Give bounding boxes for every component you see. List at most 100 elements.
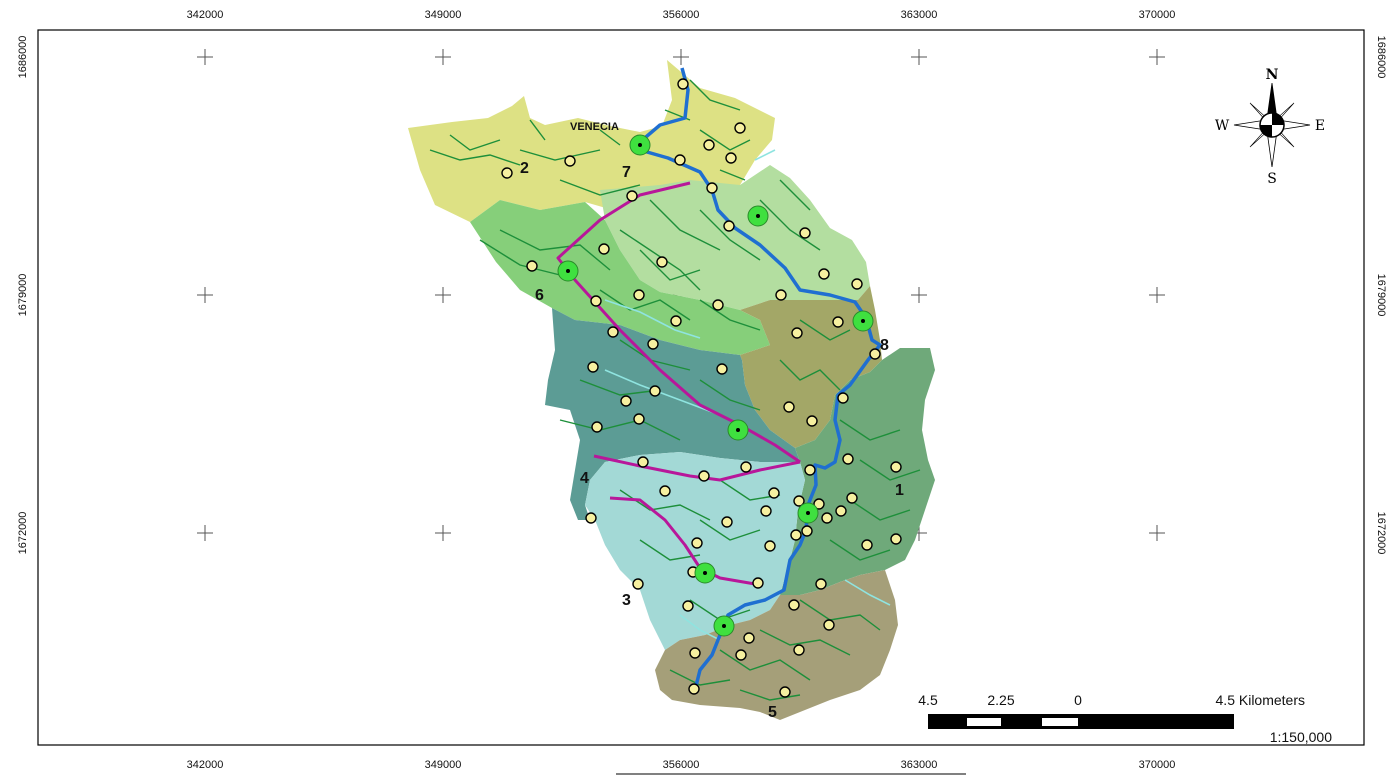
route-south xyxy=(609,496,756,586)
monitoring-station-center xyxy=(736,428,740,432)
monitoring-station-center xyxy=(861,319,865,323)
scale-bar-segment xyxy=(967,718,1001,726)
sample-point xyxy=(677,78,689,90)
grid-cross xyxy=(197,287,213,303)
sample-point xyxy=(659,485,671,497)
stream xyxy=(739,689,801,701)
sample-point xyxy=(689,647,701,659)
sample-point xyxy=(842,453,854,465)
grid-cross xyxy=(1149,49,1165,65)
sample-point xyxy=(564,155,576,167)
axis-labels: 342000 349000 356000 363000 370000 34200… xyxy=(17,9,1387,771)
sample-point xyxy=(775,289,787,301)
zone-label-8: 8 xyxy=(880,337,889,354)
grid-cross xyxy=(911,287,927,303)
sample-point xyxy=(501,167,513,179)
sample-point xyxy=(691,537,703,549)
sample-point xyxy=(835,505,847,517)
zone-1-polygon xyxy=(780,348,935,595)
y-tick-right: 1672000 xyxy=(1375,512,1387,555)
compass-w: W xyxy=(1215,118,1230,134)
stream xyxy=(519,149,601,161)
sample-point xyxy=(861,539,873,551)
sample-point xyxy=(793,644,805,656)
stream xyxy=(639,539,701,561)
sample-point xyxy=(682,600,694,612)
compass-n: N xyxy=(1266,67,1279,83)
zones xyxy=(408,60,935,720)
x-tick-top: 370000 xyxy=(1139,9,1176,21)
stream xyxy=(799,319,851,341)
sample-point xyxy=(633,289,645,301)
sample-point xyxy=(791,327,803,339)
monitoring-station-center xyxy=(756,214,760,218)
stream xyxy=(649,199,721,251)
sample-point xyxy=(890,461,902,473)
stream xyxy=(759,629,851,656)
stream xyxy=(719,649,811,681)
zone-label-6: 6 xyxy=(535,287,544,304)
sample-point xyxy=(723,220,735,232)
sample-point xyxy=(740,461,752,473)
sample-point xyxy=(526,260,538,272)
stream xyxy=(839,419,901,441)
scale-bar-body xyxy=(928,714,1234,729)
sample-point xyxy=(637,456,649,468)
x-tick-top: 363000 xyxy=(901,9,938,21)
x-tick-bottom: 342000 xyxy=(187,759,224,771)
sample-point xyxy=(793,495,805,507)
sample-point xyxy=(783,401,795,413)
sample-point xyxy=(688,683,700,695)
x-tick-top: 342000 xyxy=(187,9,224,21)
sample-point xyxy=(890,533,902,545)
scale-ratio: 1:150,000 xyxy=(1270,729,1332,745)
sample-point xyxy=(743,632,755,644)
stream-network xyxy=(429,79,921,701)
sample-point xyxy=(799,227,811,239)
sample-point xyxy=(656,256,668,268)
sample-point xyxy=(804,464,816,476)
scale-label-zero: 0 xyxy=(1074,692,1082,708)
stream xyxy=(779,359,841,391)
y-tick-right: 1686000 xyxy=(1375,36,1387,79)
x-tick-bottom: 349000 xyxy=(425,759,462,771)
grid-cross xyxy=(1149,287,1165,303)
zone-6-polygon xyxy=(470,200,770,355)
sample-point xyxy=(721,516,733,528)
sample-point xyxy=(851,278,863,290)
zone-label-7: 7 xyxy=(622,164,631,181)
stream xyxy=(829,539,891,561)
sample-point xyxy=(706,182,718,194)
sample-point xyxy=(698,470,710,482)
grid-cross xyxy=(1149,525,1165,541)
compass-s: S xyxy=(1267,171,1277,187)
sample-point xyxy=(626,190,638,202)
stream xyxy=(699,519,761,541)
monitoring-station-center xyxy=(806,511,810,515)
sample-point xyxy=(647,338,659,350)
monitoring-stations xyxy=(557,134,874,637)
sample-point xyxy=(587,361,599,373)
stream xyxy=(559,419,681,441)
sample-point xyxy=(788,599,800,611)
grid-cross xyxy=(435,525,451,541)
zone-label-2: 2 xyxy=(520,160,529,177)
sample-point xyxy=(670,315,682,327)
sample-point xyxy=(821,512,833,524)
scale-bar-segment xyxy=(1042,718,1078,726)
zone-label-3: 3 xyxy=(622,592,631,609)
stream xyxy=(699,209,761,261)
stream xyxy=(799,599,881,631)
monitoring-station-center xyxy=(566,269,570,273)
stream xyxy=(689,79,741,111)
sample-point xyxy=(598,243,610,255)
stream xyxy=(849,499,911,521)
stream xyxy=(499,229,611,271)
y-tick-left: 1679000 xyxy=(17,274,29,317)
stream xyxy=(859,459,921,481)
x-tick-bottom: 370000 xyxy=(1139,759,1176,771)
stream xyxy=(429,149,521,166)
stream xyxy=(559,179,641,196)
sample-point xyxy=(846,492,858,504)
